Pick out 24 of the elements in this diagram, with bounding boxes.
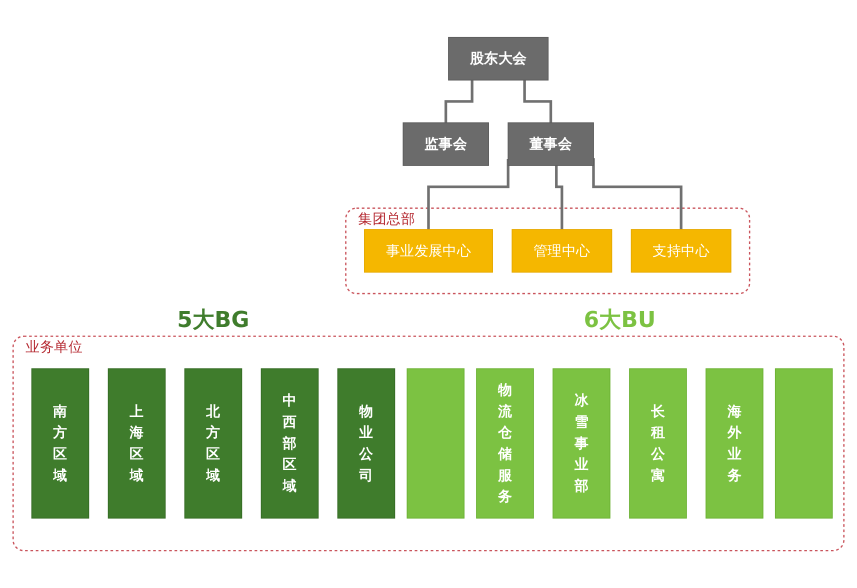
node-box: 物流仓储服务 [476, 368, 534, 519]
node-box: 管理中心 [512, 229, 612, 273]
connector [427, 159, 510, 231]
group-heading: 5大BG [177, 310, 250, 332]
connector [555, 165, 564, 231]
connector [523, 80, 552, 124]
node-box: 海外业务 [706, 368, 764, 519]
node-box: 上海区域 [108, 368, 166, 519]
node-box: 董事会 [508, 122, 594, 166]
node-box: 南方区域 [31, 368, 90, 519]
node-box: 股东大会 [448, 36, 549, 81]
node-box: 中西部区域 [260, 368, 319, 519]
node-box: 物业公司 [337, 368, 396, 519]
node-box: 事业发展中心 [364, 229, 493, 273]
group-heading: 6大BU [584, 310, 656, 332]
connector [592, 158, 682, 231]
node-bar [774, 368, 833, 519]
node-box: 冰雪事业部 [552, 368, 610, 519]
node-box: 监事会 [402, 122, 489, 166]
node-box: 支持中心 [630, 229, 732, 273]
node-box: 长租公寓 [629, 368, 687, 519]
node-box: 北方区域 [184, 368, 242, 519]
connector [444, 80, 474, 124]
node-bar [406, 368, 465, 519]
